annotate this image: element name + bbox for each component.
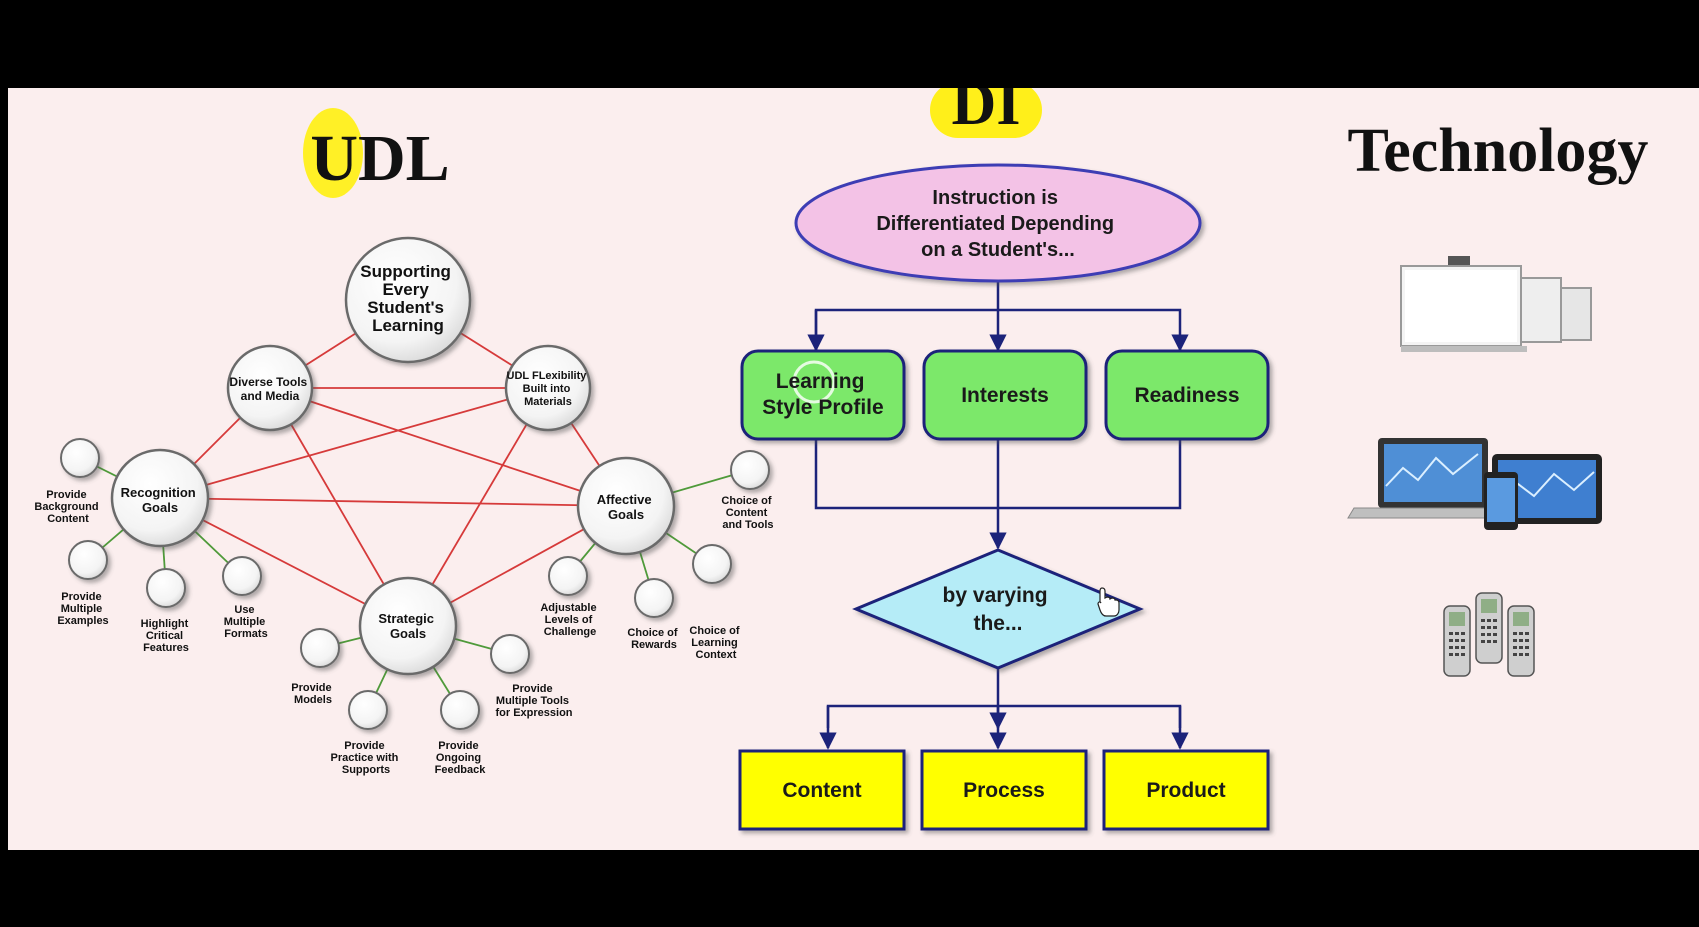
di-decision-diamond: by varying the... bbox=[852, 548, 1144, 670]
leaf-examples: Provide Multiple Examples bbox=[57, 591, 108, 627]
di-box-interests: Interests bbox=[922, 349, 1088, 441]
udl-hub-flexibility-line-3: Materials bbox=[524, 396, 572, 408]
leaf-expression: Provide Multiple Tools for Expression bbox=[495, 683, 572, 719]
di-top-ellipse: Instruction is Differentiated Depending … bbox=[794, 163, 1202, 283]
svg-text:Diverse Tools and Medi: Diverse Tools and Media bbox=[229, 375, 310, 403]
leaf-background: Provide Background Content bbox=[34, 489, 101, 525]
udl-center-line-1: Supporting bbox=[360, 262, 451, 281]
technology-title: Technology bbox=[1348, 117, 1649, 185]
udl-hub-flexibility-line-1: UDL FLexibility bbox=[507, 370, 588, 382]
clicker-remotes-icon bbox=[1443, 592, 1535, 677]
letterbox-top bbox=[0, 0, 1699, 88]
leaf-context: Choice of Learning Context bbox=[689, 625, 742, 661]
leaf-content-tools: Choice of Content and Tools bbox=[721, 495, 774, 531]
udl-hub-affective: Affective Goals bbox=[576, 456, 676, 556]
svg-text:Instruction is Differe: Instruction is Differentiated Depending … bbox=[876, 187, 1119, 261]
svg-text:Supporting Every: Supporting Every Student's Learning bbox=[360, 262, 455, 335]
di-box-content: Content bbox=[738, 749, 906, 831]
di-top-line-2: Differentiated Depending bbox=[876, 213, 1114, 235]
udl-hub-affective-line-1: Affective bbox=[597, 492, 652, 507]
udl-hub-diverse-tools-line-1: Diverse Tools bbox=[229, 375, 307, 389]
di-readiness-label: Readiness bbox=[1134, 384, 1239, 407]
udl-hub-flexibility: UDL FLexibility Built into Materials bbox=[504, 344, 592, 432]
udl-center-line-4: Learning bbox=[372, 316, 444, 335]
udl-hub-affective-line-2: Goals bbox=[608, 507, 644, 522]
udl-hub-recognition-line-1: Recognition bbox=[121, 485, 196, 500]
udl-leaf-labels: Provide Background Content Provide Multi… bbox=[34, 489, 774, 776]
udl-hub-diverse-tools: Diverse Tools and Media bbox=[226, 344, 314, 432]
udl-section: UDL bbox=[34, 108, 774, 776]
di-box-product: Product bbox=[1102, 749, 1270, 831]
svg-text:UDL FLexibility Built: UDL FLexibility Built into Materials bbox=[507, 370, 590, 408]
svg-text:by varying the...: by varying the... bbox=[943, 584, 1054, 635]
leaf-formats: Use Multiple Formats bbox=[224, 604, 269, 640]
udl-title: UDL bbox=[310, 122, 449, 195]
di-profile-line-1: Learning bbox=[776, 370, 865, 393]
udl-hub-diverse-tools-line-2: and Media bbox=[241, 389, 300, 403]
di-interests-label: Interests bbox=[961, 384, 1049, 407]
leaf-challenge: Adjustable Levels of Challenge bbox=[540, 602, 599, 638]
leaf-rewards: Choice of Rewards bbox=[627, 627, 680, 651]
di-connectors bbox=[807, 282, 1189, 750]
svg-text:Affective Goals: Affective Goals bbox=[597, 492, 656, 522]
di-box-learning-style: Learning Style Profile bbox=[740, 349, 906, 441]
technology-section: Technology bbox=[1347, 117, 1649, 677]
interactive-whiteboard-icon bbox=[1400, 256, 1592, 352]
udl-center-line-2: Every bbox=[382, 280, 429, 299]
udl-title-highlight bbox=[303, 108, 363, 198]
udl-center-line-3: Student's bbox=[367, 298, 444, 317]
udl-leaf-bubbles bbox=[60, 438, 770, 730]
leaf-highlight: Highlight Critical Features bbox=[141, 618, 192, 654]
hand-cursor-icon bbox=[1097, 587, 1120, 617]
letterbox-bottom bbox=[0, 850, 1699, 927]
leaf-models: Provide Models bbox=[291, 682, 334, 706]
udl-hub-strategic: Strategic Goals bbox=[358, 576, 458, 676]
udl-center-bubble: Supporting Every Student's Learning bbox=[344, 236, 472, 364]
di-content-label: Content bbox=[782, 779, 861, 802]
slide: UDL bbox=[8, 70, 1699, 850]
leaf-feedback: Provide Ongoing Feedback bbox=[435, 740, 487, 776]
udl-hub-strategic-line-2: Goals bbox=[390, 626, 426, 641]
di-title-highlight bbox=[930, 82, 1042, 138]
di-decision-line-1: by varying bbox=[943, 584, 1048, 607]
udl-hub-recognition: Recognition Goals bbox=[110, 448, 210, 548]
udl-hub-flexibility-line-2: Built into bbox=[523, 383, 571, 395]
laptop-tablet-phone-icon bbox=[1347, 438, 1602, 530]
di-process-label: Process bbox=[963, 779, 1045, 802]
slide-canvas: UDL bbox=[34, 70, 1649, 831]
di-top-line-3: on a Student's... bbox=[921, 239, 1075, 261]
di-top-line-1: Instruction is bbox=[932, 187, 1058, 209]
svg-text:Strategic Goals: Strategic Goals bbox=[378, 611, 437, 641]
di-section: DI Instruction is Differentiated Dependi… bbox=[738, 70, 1270, 831]
udl-hub-strategic-line-1: Strategic bbox=[378, 611, 434, 626]
svg-text:Learning Style Profile: Learning Style Profile bbox=[762, 370, 883, 419]
cursor-click-ring bbox=[792, 360, 836, 404]
udl-hub-recognition-line-2: Goals bbox=[142, 500, 178, 515]
di-profile-line-2: Style Profile bbox=[762, 396, 883, 419]
di-box-readiness: Readiness bbox=[1104, 349, 1270, 441]
di-title: DI bbox=[952, 88, 1021, 138]
di-product-label: Product bbox=[1146, 779, 1225, 802]
svg-text:Recognition Goals: Recognition Goals bbox=[121, 485, 200, 515]
di-decision-line-2: the... bbox=[973, 612, 1022, 635]
leaf-practice: Provide Practice with Supports bbox=[331, 740, 402, 776]
di-box-process: Process bbox=[920, 749, 1088, 831]
